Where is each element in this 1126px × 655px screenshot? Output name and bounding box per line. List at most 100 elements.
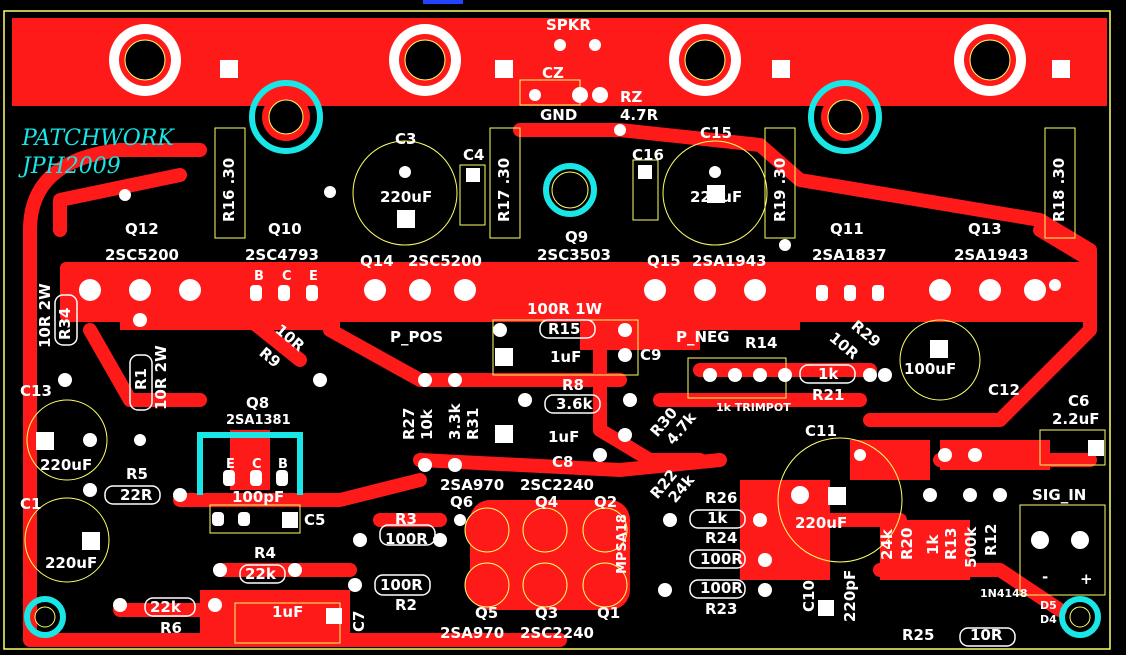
c4-label: C4 [463,146,485,164]
r4-value: 22k [245,565,276,583]
q8-pin-e: E [226,457,235,472]
r5-label: R5 [126,465,148,483]
r20-label: R20 [898,527,916,560]
sig-in-plus: + [1080,570,1093,588]
c13-value: 220uF [40,456,93,474]
q15-label: Q15 [647,252,681,270]
brand-line1: PATCHWORK [22,126,174,151]
c7-value: 1uF [272,603,304,621]
r15-value: 100R 1W [527,300,603,318]
r6-label: R6 [160,619,182,637]
r31-value: 3.3k [446,403,464,440]
r21-value: 1k [818,365,839,383]
c6-value: 2.2uF [1052,410,1100,428]
gnd-label: GND [540,106,578,124]
c15-label: C15 [700,124,732,142]
q1-label: Q1 [597,604,621,622]
sig-in-label[interactable]: SIG_IN [1032,486,1087,504]
c7-label: C7 [350,610,368,632]
q5-value: 2SA970 [440,624,505,642]
r25-value: 10R [970,626,1003,644]
cz-label: CZ [542,64,564,82]
c1-label: C1 [20,495,42,513]
q14-label: Q14 [360,252,394,270]
q8-pin-b: B [278,457,288,472]
r15-label: R15 [548,320,581,338]
c3-label: C3 [395,130,417,148]
c9-value: 1uF [550,348,582,366]
r23-label: R23 [705,600,738,618]
r13-value: 1k [924,534,942,555]
q3-value: 2SC2240 [520,624,594,642]
c3-value: 220uF [380,188,433,206]
rz-value: 4.7R [620,106,659,124]
c1-value: 220uF [45,554,98,572]
q10-pin-b: B [254,269,264,284]
c5-value: 100pF [232,488,285,506]
r18-label: R18 .30 [1050,157,1068,222]
q5-label: Q5 [475,604,499,622]
r6-value: 22k [150,598,181,616]
r8-label: R8 [562,376,584,394]
q9-label: Q9 [565,228,589,246]
q11-label: Q11 [830,220,864,238]
r1-label: R1 [132,368,150,390]
c8-label: C8 [552,453,574,471]
rz-label: RZ [620,88,643,106]
r20-value: 24k [878,529,896,560]
r19-label: R19 .30 [771,157,789,222]
q11-value: 2SA1837 [812,246,887,264]
r8-value: 3.6k [556,395,593,413]
c10-label: C10 [800,580,818,612]
c10-value: 220pF [841,569,859,622]
q4-value: 2SC2240 [520,476,594,494]
q8-label: Q8 [246,394,270,412]
r24-value: 100R [700,550,743,568]
q8-pin-c: C [252,457,262,472]
r21-label: R21 [812,386,845,404]
q6-value: 2SA970 [440,476,505,494]
q1-value: MPSA18 [615,514,630,574]
c12-label: C12 [988,381,1020,399]
q2-label: Q2 [594,493,618,511]
q4-label: Q4 [535,493,559,511]
p-neg-label: P_NEG [676,328,730,346]
r26-label: R26 [705,489,738,507]
r5-value: 22R [120,486,153,504]
q9-value: 2SC3503 [537,246,611,264]
r17-label: R17 .30 [495,157,513,222]
r12-value: 500k [962,526,980,568]
r34-value: 10R 2W [36,283,54,348]
brand-line2: JPH2009 [22,154,121,179]
q10-pin-e: E [309,269,318,284]
r2-value: 100R [380,576,423,594]
r25-label: R25 [902,626,935,644]
q13-label: Q13 [968,220,1002,238]
r13-label: R13 [942,527,960,560]
p-pos-label: P_POS [390,328,444,346]
r31-label: R31 [464,407,482,440]
q3-label: Q3 [535,604,559,622]
q12-value: 2SC5200 [105,246,179,264]
r1-value: 10R 2W [152,345,170,410]
r4-label: R4 [254,544,276,562]
r2-label: R2 [395,596,417,614]
q10-value: 2SC4793 [245,246,319,264]
sig-in-minus: - [1042,568,1049,586]
q10-label: Q10 [268,220,302,238]
q10-pin-c: C [282,269,292,284]
r27-value: 10k [418,409,436,440]
c11-label: C11 [805,422,837,440]
r23-value: 100R [700,579,743,597]
r26-value: 1k [707,509,728,527]
spkr-label: SPKR [546,16,591,34]
c6-label: C6 [1068,392,1090,410]
c12-value: 100uF [904,360,957,378]
r3-value: 100R [385,530,428,548]
diode-type: 1N4148 [980,587,1028,600]
r16-label: R16 .30 [220,157,238,222]
c13-label: C13 [20,382,52,400]
c15-value: 220uF [690,188,743,206]
